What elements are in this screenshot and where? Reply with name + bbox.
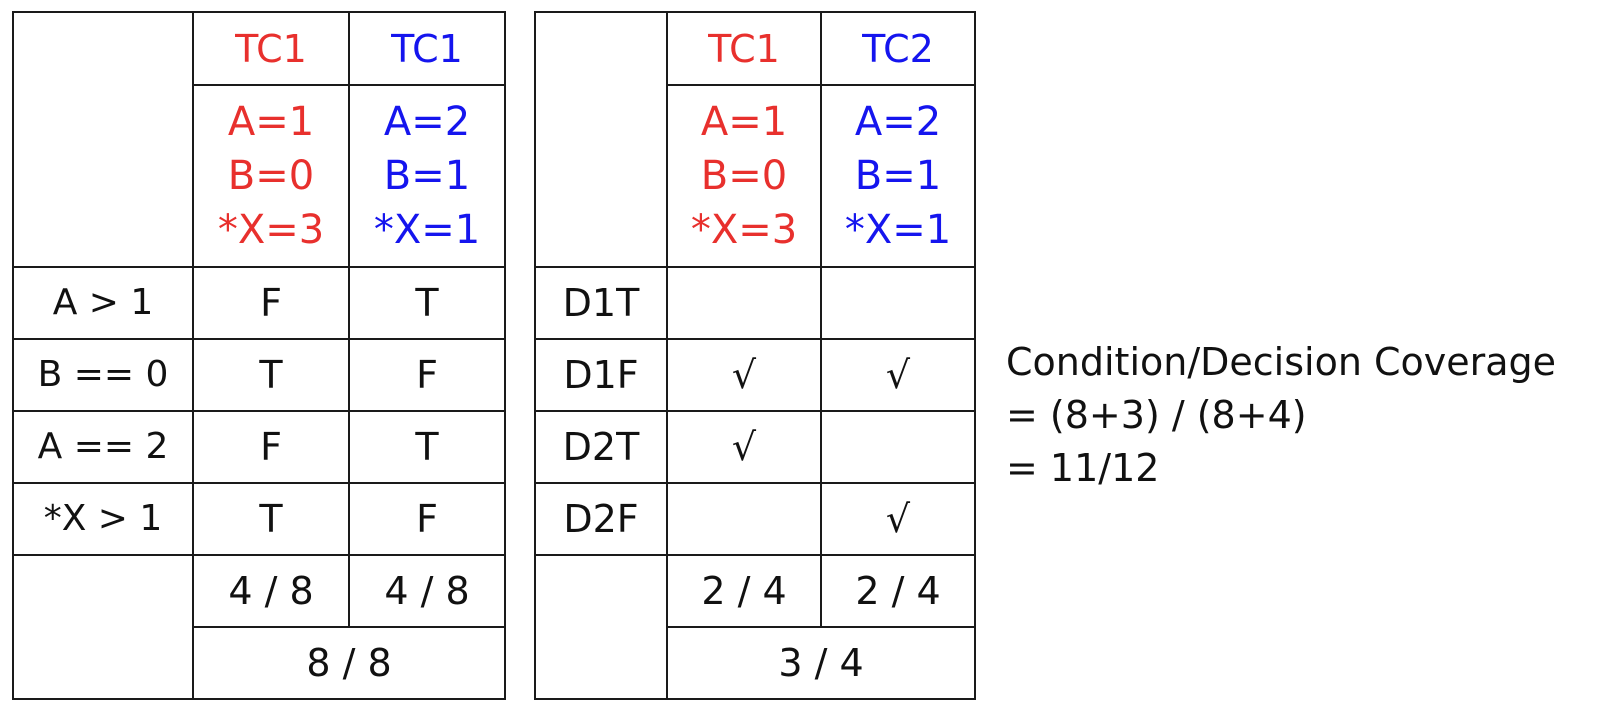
decision-coverage-table: TC1 TC2 A=1 B=0 *X=3 A=2 B=1 *X=1 D1T D1…	[534, 11, 976, 700]
input-x: *X=1	[844, 207, 952, 253]
total-row: 8 / 8	[13, 626, 506, 700]
input-b: B=0	[700, 153, 788, 199]
decision-row: D1T	[534, 266, 976, 340]
column-header-tc1: TC1	[666, 11, 822, 86]
input-b: B=1	[383, 153, 471, 199]
decision-check: √	[820, 482, 976, 556]
total-ratio: 8 / 8	[192, 626, 506, 700]
input-a: A=1	[227, 99, 315, 145]
column-header-tc1: TC1	[192, 11, 350, 86]
input-a: A=2	[383, 99, 471, 145]
test-inputs-cell: A=1 B=0 *X=3	[666, 84, 822, 268]
total-row: 3 / 4	[535, 626, 976, 700]
decision-label: D1T	[534, 266, 668, 340]
inputs-row: A=1 B=0 *X=3 A=2 B=1 *X=1	[13, 84, 506, 268]
decision-check	[820, 266, 976, 340]
condition-value: F	[192, 410, 350, 484]
decision-check: √	[666, 410, 822, 484]
input-b: B=1	[854, 153, 942, 199]
condition-value: F	[192, 266, 350, 340]
condition-value: F	[348, 482, 506, 556]
decision-row: D1F √ √	[534, 338, 976, 412]
condition-label: *X > 1	[12, 482, 194, 556]
per-case-row: 4 / 8 4 / 8	[12, 554, 506, 700]
total-ratio: 3 / 4	[666, 626, 976, 700]
condition-row: A > 1 F T	[12, 266, 506, 340]
decision-row: D2T √	[534, 410, 976, 484]
coverage-formula: = (8+3) / (8+4)	[1006, 393, 1307, 437]
condition-row: A == 2 F T	[12, 410, 506, 484]
empty-label-cell	[12, 554, 194, 700]
per-case-ratio: 4 / 8	[192, 554, 350, 628]
input-a: A=1	[700, 99, 788, 145]
coverage-title: Condition/Decision Coverage	[1006, 340, 1557, 384]
condition-row: *X > 1 T F	[12, 482, 506, 556]
input-b: B=0	[227, 153, 315, 199]
corner-cell	[12, 11, 194, 268]
decision-label: D1F	[534, 338, 668, 412]
per-case-ratio: 2 / 4	[666, 554, 822, 628]
condition-value: F	[348, 338, 506, 412]
corner-cell	[534, 11, 668, 268]
decision-row: D2F √	[534, 482, 976, 556]
condition-label: A > 1	[12, 266, 194, 340]
condition-value: T	[348, 410, 506, 484]
decision-check	[820, 410, 976, 484]
input-a: A=2	[854, 99, 942, 145]
decision-check: √	[820, 338, 976, 412]
decision-label: D2F	[534, 482, 668, 556]
input-x: *X=3	[217, 207, 325, 253]
header-row: TC1 TC1	[12, 11, 506, 268]
test-inputs-cell: A=2 B=1 *X=1	[820, 84, 976, 268]
column-header-tc2: TC2	[820, 11, 976, 86]
coverage-summary: Condition/Decision Coverage = (8+3) / (8…	[1006, 336, 1556, 495]
decision-label: D2T	[534, 410, 668, 484]
input-x: *X=1	[373, 207, 481, 253]
test-inputs-cell: A=2 B=1 *X=1	[348, 84, 506, 268]
input-x: *X=3	[690, 207, 798, 253]
inputs-row: A=1 B=0 *X=3 A=2 B=1 *X=1	[535, 84, 976, 268]
decision-check: √	[666, 338, 822, 412]
condition-value: T	[192, 338, 350, 412]
decision-check	[666, 266, 822, 340]
header-row: TC1 TC2	[534, 11, 976, 268]
condition-label: A == 2	[12, 410, 194, 484]
per-case-ratio: 4 / 8	[348, 554, 506, 628]
condition-row: B == 0 T F	[12, 338, 506, 412]
condition-coverage-table: TC1 TC1 A=1 B=0 *X=3 A=2 B=1 *X=1 A > 1 …	[12, 11, 506, 700]
per-case-ratio: 2 / 4	[820, 554, 976, 628]
decision-check	[666, 482, 822, 556]
condition-label: B == 0	[12, 338, 194, 412]
empty-label-cell	[534, 554, 668, 700]
column-header-tc1-second: TC1	[348, 11, 506, 86]
coverage-result: = 11/12	[1006, 446, 1160, 490]
condition-value: T	[192, 482, 350, 556]
test-inputs-cell: A=1 B=0 *X=3	[192, 84, 350, 268]
per-case-row: 2 / 4 2 / 4	[534, 554, 976, 700]
condition-value: T	[348, 266, 506, 340]
